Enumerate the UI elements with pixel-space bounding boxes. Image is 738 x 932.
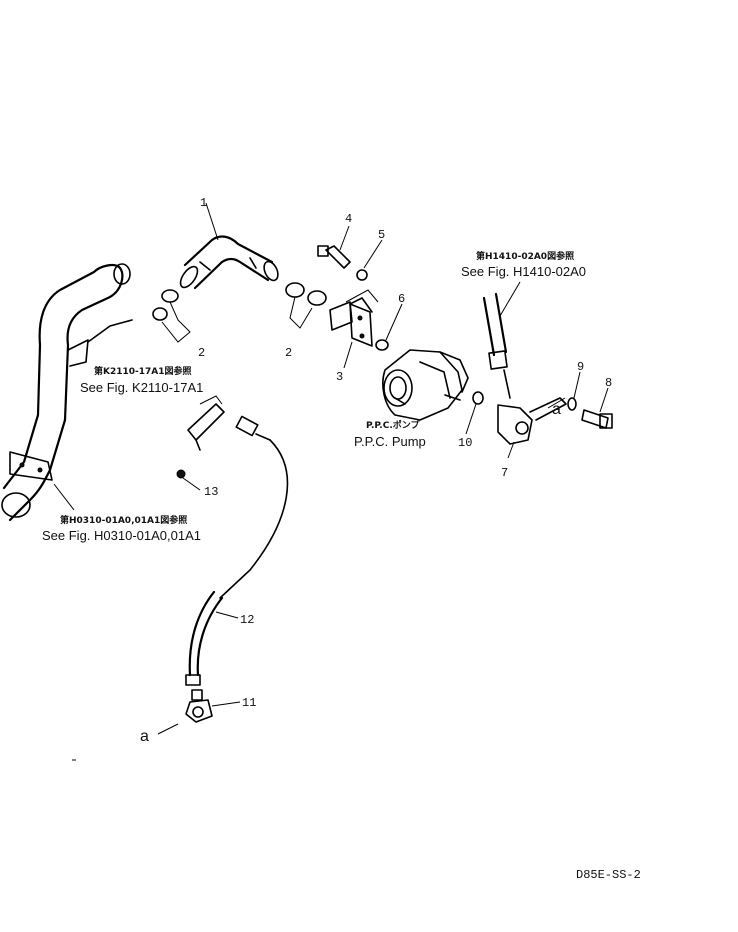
clamps-part-2-right (285, 282, 327, 329)
drawing-code: D85E-SS-2 (576, 868, 641, 882)
ref-h0310-en: See Fig. H0310-01A0,01A1 (42, 528, 201, 543)
part-number-6: 6 (398, 292, 405, 306)
pump-label-en: P.P.C. Pump (354, 434, 426, 449)
pump-label-jp: P.P.C.ポンプ (366, 419, 420, 431)
elbow-part-11 (185, 689, 213, 723)
part-number-11: 11 (242, 696, 256, 710)
part-number-2-right: 2 (285, 346, 292, 360)
part-number-5: 5 (378, 228, 385, 242)
connection-mark-a-bottom: a (140, 728, 149, 745)
o-ring-part-10 (472, 391, 484, 405)
washer-part-5 (356, 269, 368, 281)
left-main-pipe (1, 263, 133, 522)
ref-k2110-jp: 第K2110-17A1図参照 (94, 365, 192, 377)
flange-part-3 (329, 297, 373, 347)
bolt-part-8 (581, 409, 613, 429)
o-ring-part-6 (375, 339, 389, 351)
washer-part-9 (567, 397, 577, 411)
leader-lines (53, 202, 609, 735)
hose-part-1 (179, 235, 279, 290)
part-number-3: 3 (336, 370, 343, 384)
connection-mark-a-top: a (552, 401, 561, 418)
ref-h1410-en: See Fig. H1410-02A0 (461, 264, 586, 279)
part-number-8: 8 (605, 376, 612, 390)
clamps-part-2-left (152, 289, 191, 343)
part-number-2-left: 2 (198, 346, 205, 360)
part-number-7: 7 (501, 466, 508, 480)
elbow-part-7 (497, 397, 567, 445)
bolt-part-4 (317, 245, 351, 269)
bracket-near-part-13 (187, 395, 225, 451)
right-tube (482, 292, 511, 399)
part-number-1: 1 (200, 196, 207, 210)
hose-part-12 (185, 415, 289, 686)
part-number-10: 10 (458, 436, 472, 450)
part-number-12: 12 (240, 613, 254, 627)
ref-h1410-jp: 第H1410-02A0図参照 (476, 250, 574, 262)
plug-part-13 (176, 469, 186, 479)
part-number-4: 4 (345, 212, 352, 226)
part-number-13: 13 (204, 485, 218, 499)
part-number-9: 9 (577, 360, 584, 374)
ppc-pump (382, 349, 469, 421)
ref-k2110-en: See Fig. K2110-17A1 (80, 380, 203, 395)
ref-h0310-jp: 第H0310-01A0,01A1図参照 (60, 514, 187, 526)
